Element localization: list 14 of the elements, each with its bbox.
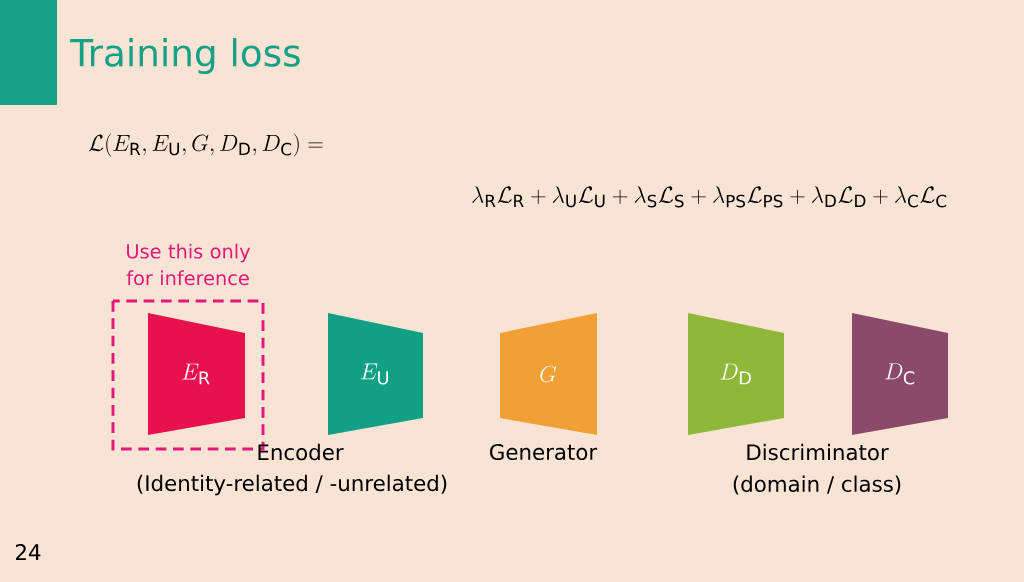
trapezoid-block: $D_{\mathrm{C}}$ [852,313,948,435]
caption: (domain / class) [733,475,901,495]
page-number: 24 [16,544,41,560]
formula: $\lambda_{\mathrm{R}}\mathcal{L}_{\mathrm{R}} + \lambda_{\mathrm{U}}\mathcal{L}_{\mathrm{U}} + \lambda_{\mathrm{S}}\mathcal{L}_{\mathrm{S}} + \lambda_{\mathrm{PS}}\mathcal{L}_{\mathrm{PS}} + \lambda_{\mathrm{D}}\mathcal{L}_{\mathrm{D}} + \lambda_{\mathrm{C}}\mathcal{L}_{\mathrm{C}}$ [472,186,947,208]
trapezoid-block: $E_{\mathrm{R}}$ [148,313,245,435]
trapezoid-block: $E_{\mathrm{U}}$ [328,313,423,435]
caption: Encoder [258,443,344,461]
caption: Discriminator [747,443,889,461]
trapezoid-block: $D_{\mathrm{D}}$ [688,313,784,435]
caption: (Identity-related / -unrelated) [137,474,447,496]
trapezoid-block: $G$ [500,313,597,435]
slide-title: Training loss [70,37,300,75]
node-label: Use this only for inference [126,243,251,286]
formula: $\mathcal{L}(E_{\mathrm{R}}, E_{\mathrm{U}}, G, D_{\mathrm{D}}, D_{\mathrm{C}}) =$ [89,133,323,157]
